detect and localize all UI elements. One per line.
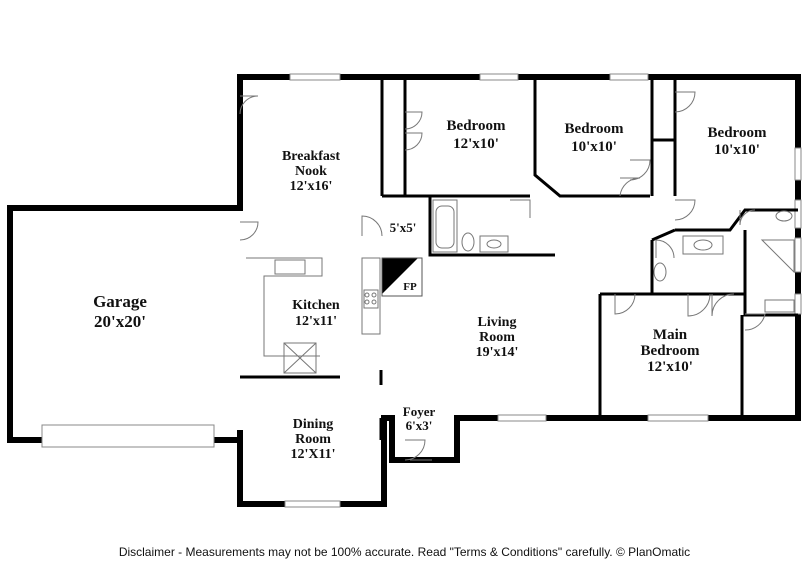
garage-name: Garage	[93, 292, 147, 311]
garage-dim: 20'x20'	[94, 312, 146, 331]
windows	[41, 73, 802, 508]
bedroom-1-name: Bedroom	[447, 118, 506, 134]
closet-dim: 5'x5'	[390, 220, 417, 235]
living-name-1: Living	[478, 315, 517, 330]
dining-name-2: Room	[295, 432, 331, 447]
bedroom-3-dim: 10'x10'	[714, 142, 760, 158]
disclaimer-text: Disclaimer - Measurements may not be 100…	[118, 545, 691, 559]
dining-name-1: Dining	[293, 417, 333, 432]
bath-fixtures	[432, 199, 795, 313]
bedroom-2-name: Bedroom	[565, 121, 624, 137]
living-name-2: Room	[479, 330, 515, 345]
kitchen-name: Kitchen	[292, 298, 340, 313]
kitchen-counters	[246, 257, 381, 374]
main-bedroom-name-2: Bedroom	[641, 343, 700, 359]
room-labels: Garage 20'x20' Breakfast Nook 12'x16' Be…	[93, 118, 767, 462]
interior-walls	[240, 77, 798, 440]
kitchen-dim: 12'x11'	[295, 314, 337, 329]
bedroom-1-dim: 12'x10'	[453, 136, 499, 152]
main-bedroom-name-1: Main	[653, 327, 688, 343]
breakfast-name-1: Breakfast	[282, 149, 340, 164]
foyer-name: Foyer	[403, 404, 436, 419]
doors	[239, 91, 766, 461]
living-dim: 19'x14'	[476, 345, 519, 360]
fireplace-label: FP	[403, 281, 417, 293]
dining-dim: 12'X11'	[290, 447, 335, 462]
breakfast-dim: 12'x16'	[290, 179, 333, 194]
breakfast-name-2: Nook	[295, 164, 327, 179]
bedroom-3-name: Bedroom	[708, 125, 767, 141]
main-bedroom-dim: 12'x10'	[647, 359, 693, 375]
foyer-dim: 6'x3'	[406, 418, 433, 433]
bedroom-2-dim: 10'x10'	[571, 139, 617, 155]
fireplace	[381, 257, 423, 297]
